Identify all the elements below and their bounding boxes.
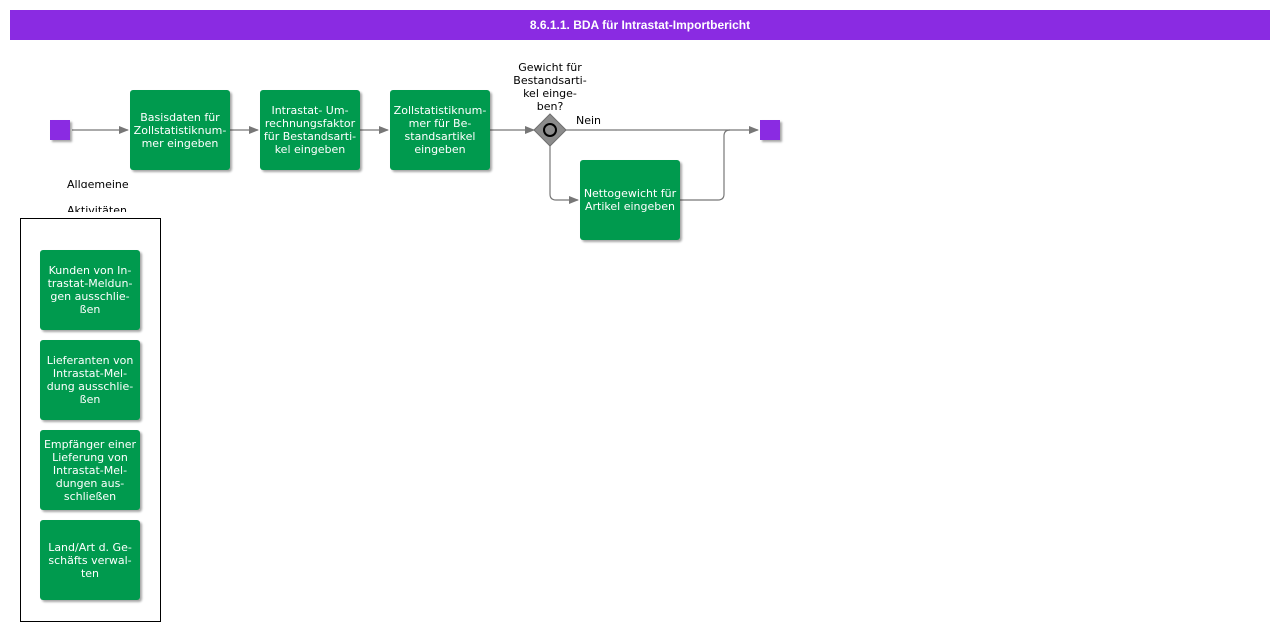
diagram-title: 8.6.1.1. BDA für Intrastat-Importbericht [10,10,1270,40]
start-event [50,120,70,140]
task-basisdaten: Basisdaten für Zollstatistiknum- mer ein… [130,90,230,170]
pool-label-line2: Aktivitäten [67,204,127,212]
pool-task-land-art: Land/Art d. Ge- schäfts verwal- ten [40,520,140,600]
circle-icon [543,123,557,137]
pool-task-empfaenger: Empfänger einer Lieferung von Intrastat-… [40,430,140,510]
pool-label-line1: Allgemeine [67,178,129,188]
connector-task4-to-merge [680,129,731,201]
task-nettogewicht: Nettogewicht für Artikel eingeben [580,160,680,240]
pool-task-lieferanten: Lieferanten von Intrastat-Mel- dung auss… [40,340,140,420]
gateway-question: Gewicht für Bestandsarti- kel einge- ben… [513,61,587,113]
task-zollstatistiknummer: Zollstatistiknum- mer für Be- standsarti… [390,90,490,170]
gateway [533,113,567,147]
connector-gateway-to-task4 [549,146,579,204]
gateway-no-label: Nein [576,114,602,127]
pool-task-kunden: Kunden von In- trastat-Meldun- gen aussc… [40,250,140,330]
task-umrechnungsfaktor: Intrastat- Um- rechnungsfaktor für Besta… [260,90,360,170]
end-event [760,120,780,140]
